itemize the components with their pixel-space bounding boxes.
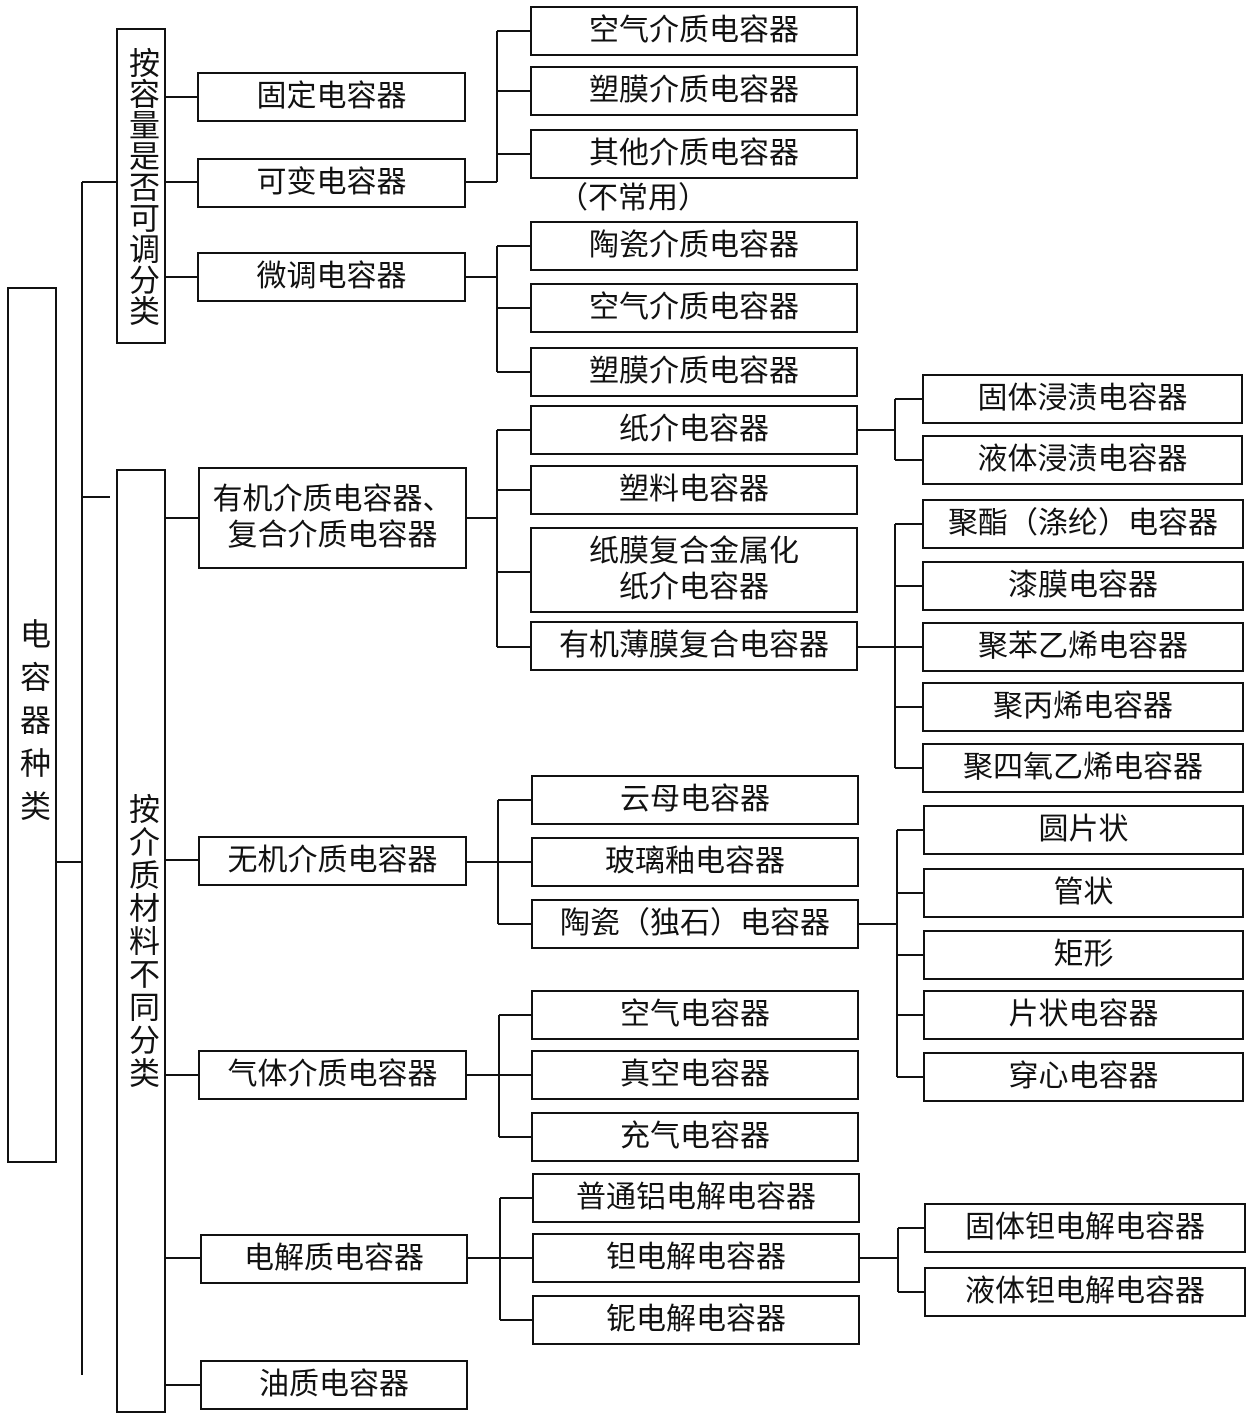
gas-air: 空气电容器 bbox=[531, 990, 859, 1040]
film-polystyrene: 聚苯乙烯电容器 bbox=[922, 622, 1244, 672]
ceramic-tube: 管状 bbox=[923, 868, 1244, 918]
trimmer-air: 空气介质电容器 bbox=[530, 283, 858, 333]
variable-other-note: （不常用） bbox=[558, 181, 708, 216]
variable-film: 塑膜介质电容器 bbox=[530, 66, 858, 116]
trimmer-ceramic: 陶瓷介质电容器 bbox=[530, 221, 858, 271]
group-material: 按介质材料不同分类 bbox=[116, 469, 166, 1413]
node-trimmer: 微调电容器 bbox=[197, 252, 466, 302]
variable-other: 其他介质电容器 bbox=[530, 129, 858, 179]
organic-film-composite: 有机薄膜复合电容器 bbox=[530, 621, 858, 671]
node-gas: 气体介质电容器 bbox=[198, 1050, 467, 1100]
film-ptfe: 聚四氧乙烯电容器 bbox=[922, 743, 1244, 793]
film-polypropylene: 聚丙烯电容器 bbox=[922, 682, 1244, 732]
root-label: 电容器种类 bbox=[14, 617, 50, 833]
ceramic-rect: 矩形 bbox=[923, 930, 1244, 980]
node-variable: 可变电容器 bbox=[197, 158, 466, 208]
group-adjustable-label: 按容量是否可调分类 bbox=[123, 46, 159, 326]
organic-paper: 纸介电容器 bbox=[530, 405, 858, 455]
ceramic-disc: 圆片状 bbox=[923, 805, 1244, 855]
paper-liquid: 液体浸渍电容器 bbox=[922, 435, 1243, 485]
inorganic-mica: 云母电容器 bbox=[531, 775, 859, 825]
tantalum-solid: 固体钽电解电容器 bbox=[924, 1203, 1246, 1253]
tantalum-liquid: 液体钽电解电容器 bbox=[924, 1267, 1246, 1317]
trimmer-film: 塑膜介质电容器 bbox=[530, 347, 858, 397]
node-fixed: 固定电容器 bbox=[197, 72, 466, 122]
electrolytic-niobium: 铌电解电容器 bbox=[532, 1295, 860, 1345]
inorganic-glass: 玻璃釉电容器 bbox=[531, 837, 859, 887]
organic-plastic: 塑料电容器 bbox=[530, 465, 858, 515]
electrolytic-tantalum: 钽电解电容器 bbox=[532, 1233, 860, 1283]
gas-filled: 充气电容器 bbox=[531, 1112, 859, 1162]
film-lacquer: 漆膜电容器 bbox=[922, 561, 1244, 611]
variable-air: 空气介质电容器 bbox=[530, 6, 858, 56]
node-organic: 有机介质电容器、 复合介质电容器 bbox=[198, 467, 467, 569]
group-adjustable: 按容量是否可调分类 bbox=[116, 28, 166, 344]
organic-paper-film: 纸膜复合金属化 纸介电容器 bbox=[530, 527, 858, 613]
film-polyester: 聚酯（涤纶）电容器 bbox=[922, 499, 1244, 549]
node-oil: 油质电容器 bbox=[200, 1360, 468, 1410]
paper-solid: 固体浸渍电容器 bbox=[922, 374, 1243, 424]
node-electrolytic: 电解质电容器 bbox=[200, 1234, 468, 1284]
root-node: 电容器种类 bbox=[7, 287, 57, 1163]
gas-vacuum: 真空电容器 bbox=[531, 1050, 859, 1100]
group-material-label: 按介质材料不同分类 bbox=[123, 792, 159, 1090]
node-inorganic: 无机介质电容器 bbox=[198, 836, 467, 886]
electrolytic-aluminum: 普通铝电解电容器 bbox=[532, 1173, 860, 1223]
ceramic-feedthrough: 穿心电容器 bbox=[923, 1052, 1244, 1102]
inorganic-ceramic: 陶瓷（独石）电容器 bbox=[531, 899, 859, 949]
ceramic-chip: 片状电容器 bbox=[923, 990, 1244, 1040]
